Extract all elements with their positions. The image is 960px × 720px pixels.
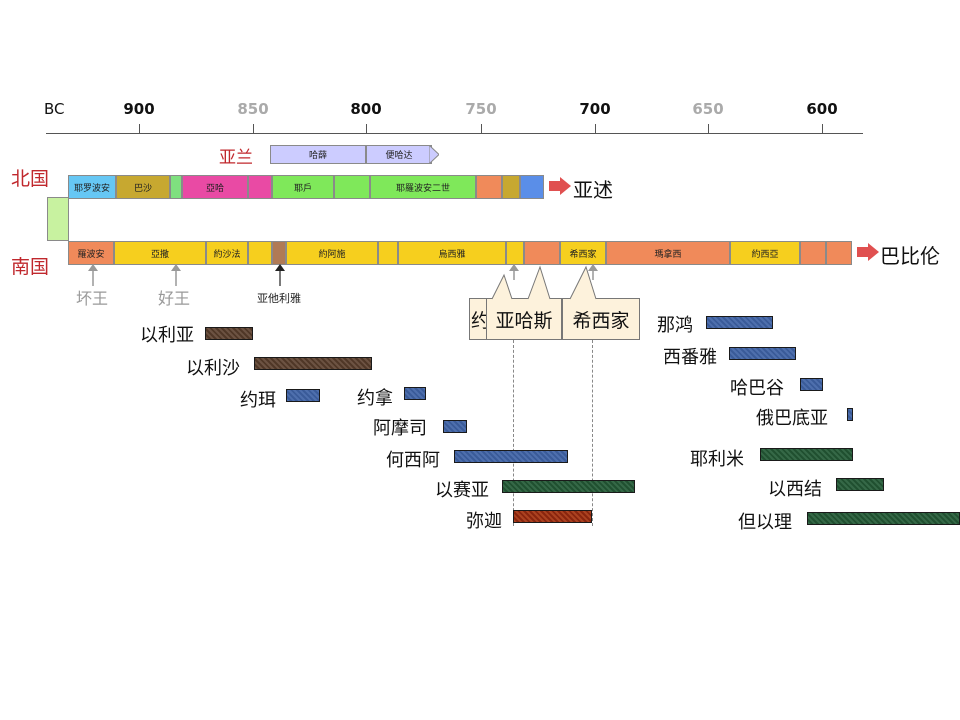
prophet-jeremiah-bar xyxy=(760,448,853,461)
prophet-zephaniah-bar xyxy=(729,347,796,360)
south-king-josiah: 約西亞 xyxy=(730,241,800,265)
tick-label-850: 850 xyxy=(237,100,269,118)
prophet-micah-bar xyxy=(513,510,592,523)
south-king-joash: 約阿施 xyxy=(286,241,378,265)
prophet-nahum-bar xyxy=(706,316,773,329)
prophet-daniel-label: 但以理 xyxy=(738,512,792,533)
south-king-hezekiah: 希西家 xyxy=(560,241,606,265)
north-king-baasha: 巴沙 xyxy=(116,175,170,199)
tick-700 xyxy=(595,124,596,134)
prophet-ezekiel-label: 以西结 xyxy=(768,479,822,500)
aram-arrow-tip xyxy=(429,145,439,164)
north-king-ahab: 亞哈 xyxy=(182,175,248,199)
north-seg-small-1 xyxy=(170,175,182,199)
prophet-nahum-label: 那鸿 xyxy=(657,315,693,336)
tick-750 xyxy=(481,124,482,134)
south-seg-small-2 xyxy=(378,241,398,265)
north-seg-small-3 xyxy=(334,175,370,199)
prophet-habakkuk-bar xyxy=(800,378,823,391)
prophet-hosea-label: 何西阿 xyxy=(386,450,440,471)
prophet-obadiah-bar xyxy=(847,408,853,421)
aram-king-benhadad: 便哈达 xyxy=(366,145,432,164)
north-seg-small-2 xyxy=(248,175,272,199)
prophet-joel-label: 约珥 xyxy=(240,390,276,411)
tick-800 xyxy=(366,124,367,134)
south-king-uzziah: 烏西雅 xyxy=(398,241,506,265)
hezekiah-arrow-icon xyxy=(588,264,598,280)
tick-label-800: 800 xyxy=(350,100,382,118)
tick-label-700: 700 xyxy=(579,100,611,118)
tick-650 xyxy=(708,124,709,134)
prophet-hosea-bar xyxy=(454,450,568,463)
prophet-elisha-label: 以利沙 xyxy=(186,358,240,379)
athaliah-arrow-icon xyxy=(275,264,285,286)
prophet-jonah-label: 约拿 xyxy=(357,388,393,409)
bc-label: BC xyxy=(44,100,65,118)
prophet-jonah-bar xyxy=(404,387,426,400)
prophet-joel-bar xyxy=(286,389,320,402)
bad-king-arrow-icon xyxy=(88,264,98,286)
prophet-elisha-bar xyxy=(254,357,372,370)
tick-label-750: 750 xyxy=(465,100,497,118)
aram-label: 亚兰 xyxy=(219,148,253,168)
tick-label-600: 600 xyxy=(806,100,838,118)
south-king-jehoshaphat: 約沙法 xyxy=(206,241,248,265)
good-king-arrow-icon xyxy=(171,264,181,286)
prophet-jeremiah-label: 耶利米 xyxy=(690,449,744,470)
prophet-amos-bar xyxy=(443,420,467,433)
south-seg-athaliah xyxy=(272,241,286,265)
tick-600 xyxy=(822,124,823,134)
guide-line-ahaz xyxy=(513,340,514,526)
south-fate-arrow-icon xyxy=(857,243,879,261)
south-king-manasseh: 瑪拿西 xyxy=(606,241,730,265)
tick-900 xyxy=(139,124,140,134)
south-seg-small-3 xyxy=(506,241,524,265)
good-king-label: 好王 xyxy=(158,289,191,308)
north-seg-small-4 xyxy=(476,175,502,199)
ahaz-arrow-icon xyxy=(509,264,519,280)
south-seg-small-1 xyxy=(248,241,272,265)
aram-king-hazael: 哈薛 xyxy=(270,145,366,164)
callout-ahaz: 亚哈斯 xyxy=(486,298,562,340)
guide-line-hezekiah xyxy=(592,340,593,526)
tick-label-650: 650 xyxy=(692,100,724,118)
prophet-ezekiel-bar xyxy=(836,478,884,491)
north-fate-label: 亚述 xyxy=(573,178,613,202)
north-king-jeroboam: 耶罗波安 xyxy=(68,175,116,199)
prophet-habakkuk-label: 哈巴谷 xyxy=(730,378,784,399)
prophet-amos-label: 阿摩司 xyxy=(373,418,427,439)
south-king-rehoboam: 羅波安 xyxy=(68,241,114,265)
north-fate-arrow-icon xyxy=(549,177,571,195)
prophet-elijah-bar xyxy=(205,327,253,340)
tick-label-900: 900 xyxy=(123,100,155,118)
prophet-zephaniah-label: 西番雅 xyxy=(663,347,717,368)
south-kingdom-label: 南国 xyxy=(11,256,50,278)
north-bracket xyxy=(47,197,69,241)
callout-pointers xyxy=(491,265,597,300)
prophet-obadiah-label: 俄巴底亚 xyxy=(756,408,828,429)
north-king-jeroboam-ii: 耶羅波安二世 xyxy=(370,175,476,199)
callout-hezekiah: 希西家 xyxy=(562,298,640,340)
prophet-isaiah-bar xyxy=(502,480,635,493)
south-seg-ahaz xyxy=(524,241,560,265)
athaliah-label: 亚他利雅 xyxy=(257,292,301,305)
north-king-jehu: 耶戶 xyxy=(272,175,334,199)
south-fate-label: 巴比伦 xyxy=(880,244,940,268)
north-seg-small-6 xyxy=(520,175,544,199)
north-seg-small-5 xyxy=(502,175,520,199)
prophet-micah-label: 弥迦 xyxy=(466,511,502,532)
south-seg-small-5 xyxy=(826,241,852,265)
prophet-elijah-label: 以利亚 xyxy=(140,325,194,346)
axis-line xyxy=(46,133,863,134)
prophet-daniel-bar xyxy=(807,512,960,525)
tick-850 xyxy=(253,124,254,134)
south-king-asa: 亞撒 xyxy=(114,241,206,265)
north-kingdom-label: 北国 xyxy=(11,168,50,190)
bad-king-label: 坏王 xyxy=(76,289,109,308)
prophet-isaiah-label: 以赛亚 xyxy=(435,480,489,501)
callout-jotham: 约 xyxy=(469,298,491,340)
south-seg-small-4 xyxy=(800,241,826,265)
